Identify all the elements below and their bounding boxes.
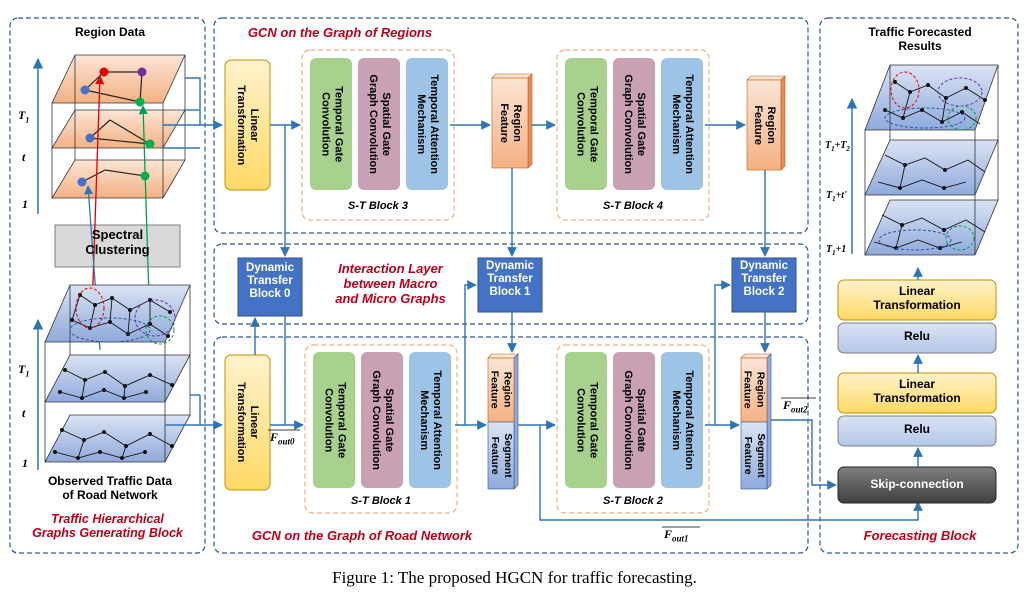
- region-feature-cuboid-2: [746, 75, 786, 171]
- b1-attention-bg: [409, 352, 451, 488]
- region-segment-cuboid-2: [740, 353, 772, 490]
- b3-temporal-gate-bg: [310, 58, 352, 190]
- dtb2-box: [731, 257, 797, 313]
- st-block1-container: [304, 344, 458, 514]
- st-block4-container: [556, 49, 710, 221]
- dtb0-box: [237, 257, 303, 317]
- b2-spatial-gate-bg: [613, 352, 655, 488]
- st-block2-container: [556, 344, 710, 514]
- road-network-layers: [32, 284, 191, 470]
- skip-connection-box: [837, 466, 997, 504]
- linear-box-1: [837, 372, 997, 414]
- linear-transformation-road: [224, 354, 271, 491]
- b2-attention-bg: [661, 352, 703, 488]
- b2-temporal-gate-bg: [565, 352, 607, 488]
- b4-spatial-gate-bg: [613, 58, 655, 190]
- forecast-panel: [819, 17, 1019, 554]
- b1-temporal-gate-bg: [313, 352, 355, 488]
- relu-box-2: [837, 322, 997, 354]
- spectral-clustering-box: [54, 224, 181, 268]
- red-cluster-arrow: [91, 75, 105, 313]
- linear-box-2: [837, 279, 997, 321]
- interaction-panel: [213, 243, 809, 325]
- region-data-layers: [32, 54, 186, 214]
- dtb1-box: [477, 257, 543, 313]
- st-block3-container: [301, 49, 455, 221]
- b4-attention-bg: [661, 58, 703, 190]
- road-panel: [213, 336, 809, 554]
- b1-spatial-gate-bg: [361, 352, 403, 488]
- b4-temporal-gate-bg: [565, 58, 607, 190]
- linear-transformation-regions: [224, 59, 271, 191]
- relu-box-1: [837, 415, 997, 447]
- b3-attention-bg: [406, 58, 448, 190]
- left-panel: [9, 17, 206, 554]
- forecast-results-layers: [846, 64, 999, 256]
- region-to-linear-arrow: [185, 77, 223, 130]
- region-feature-cuboid-1: [491, 73, 533, 169]
- b3-spatial-gate-bg: [358, 58, 400, 190]
- region-segment-cuboid-1: [487, 353, 519, 490]
